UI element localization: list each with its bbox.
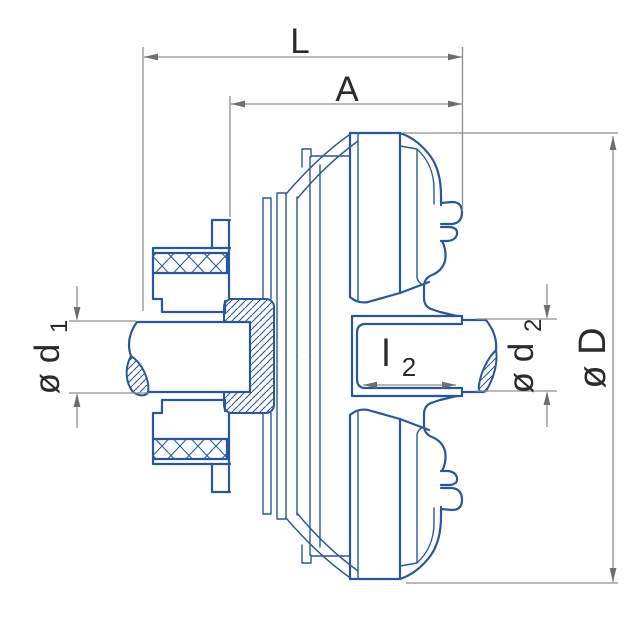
dimension-d1: ø d 1 xyxy=(28,286,148,428)
arrow-up-icon xyxy=(543,391,551,405)
plate-stack xyxy=(262,156,321,357)
label-d1-text: ø d xyxy=(28,344,67,395)
arrow-right-icon xyxy=(448,53,462,61)
label-d1: ø d 1 xyxy=(28,320,73,395)
bore-fill xyxy=(352,316,462,356)
dimension-d2: ø d 2 xyxy=(476,284,557,427)
dimension-A-lines xyxy=(229,96,462,217)
left-shaft-outline xyxy=(127,320,252,394)
dimension-L-lines xyxy=(142,47,464,311)
arrow-left-icon xyxy=(144,53,158,61)
right-shaft xyxy=(461,318,498,394)
arrow-right-icon xyxy=(442,381,456,389)
arrow-down-icon xyxy=(609,568,617,582)
label-l2: l 2 xyxy=(382,333,416,382)
arrow-up-icon xyxy=(73,393,81,407)
right-shaft-outline xyxy=(461,318,498,394)
label-A: A xyxy=(335,70,359,109)
dimension-L: L xyxy=(142,22,464,311)
coupling-body xyxy=(125,131,498,581)
left-shaft-fill xyxy=(129,322,250,392)
label-l2-text: l xyxy=(382,333,390,375)
center-block xyxy=(348,131,431,304)
dimension-D-lines xyxy=(403,132,618,584)
label-d2-text: ø d xyxy=(502,343,541,394)
upper-half-outline xyxy=(151,131,464,358)
arrow-down-icon xyxy=(543,305,551,319)
label-d1-subscript: 1 xyxy=(46,320,73,333)
left-shaft xyxy=(125,320,252,397)
elastic-band-hatch xyxy=(154,254,227,273)
arrow-up-icon xyxy=(609,136,617,150)
housing-outline xyxy=(398,131,464,319)
dimension-d2-lines xyxy=(476,284,557,427)
label-d2-subscript: 2 xyxy=(520,319,547,332)
dimension-D: ø D xyxy=(403,132,618,584)
label-L: L xyxy=(290,22,309,61)
label-d2: ø d 2 xyxy=(502,319,547,394)
label-D: ø D xyxy=(572,327,614,388)
housing-inner xyxy=(399,145,435,286)
label-D-text: ø D xyxy=(572,327,614,388)
arrow-right-icon xyxy=(448,100,462,108)
arrow-down-icon xyxy=(73,307,81,321)
flange-ear xyxy=(285,134,359,200)
arrow-left-icon xyxy=(363,381,377,389)
dimension-l2: l 2 xyxy=(363,333,456,389)
arrow-left-icon xyxy=(231,100,245,108)
dimension-A: A xyxy=(229,70,462,217)
dimension-d1-lines xyxy=(69,286,148,428)
label-l2-subscript: 2 xyxy=(402,352,416,382)
left-shaft-break-lens xyxy=(125,354,150,397)
